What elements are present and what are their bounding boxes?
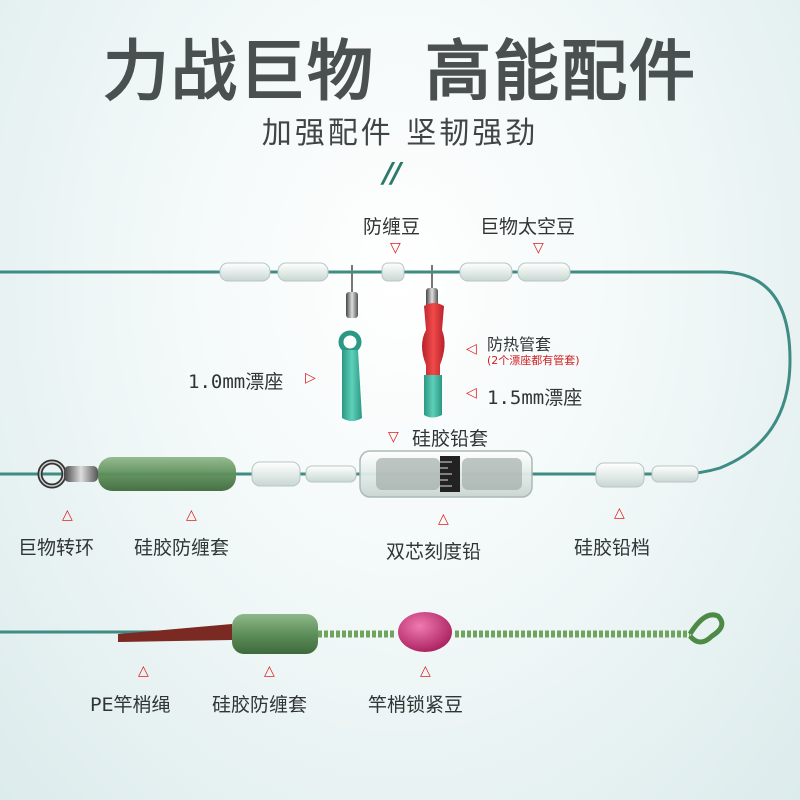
label-float-seat-1-0mm: 1.0mm漂座 <box>188 371 284 393</box>
label-anti-tangle-bean: 防缠豆 <box>363 216 421 238</box>
marker-up-icon: △ <box>62 507 73 523</box>
marker-up-icon: △ <box>186 507 197 523</box>
heat-shrink-sleeve <box>422 303 445 375</box>
marker-up-icon: △ <box>614 505 625 521</box>
label-float-seat-1-5mm: 1.5mm漂座 <box>487 387 583 409</box>
giant-swivel <box>37 459 98 489</box>
marker-down-icon: ▽ <box>533 240 544 256</box>
pe-rod-tip-rope <box>118 624 232 642</box>
marker-up-icon: △ <box>438 511 449 527</box>
label-rod-tip-lock-bean: 竿梢锁紧豆 <box>368 694 464 716</box>
label-dual-core-scale-lead: 双芯刻度铅 <box>386 541 482 563</box>
silicone-anti-tangle-sleeve-2 <box>232 614 318 654</box>
space-bean-group-right <box>459 262 571 282</box>
marker-left-icon: ◁ <box>466 385 477 401</box>
label-giant-space-bean: 巨物太空豆 <box>480 216 576 238</box>
label-pe-rod-tip-rope: PE竿梢绳 <box>90 694 171 716</box>
label-giant-swivel: 巨物转环 <box>18 537 95 559</box>
label-heat-shrink-note: (2个漂座都有管套) <box>487 354 580 367</box>
braided-loop <box>687 612 725 645</box>
float-seat-1-5mm <box>422 265 445 418</box>
decorative-slash-mark: // <box>383 156 402 189</box>
space-bean-group-left <box>219 262 329 282</box>
label-silicone-lead-sleeve: 硅胶铅套 <box>412 428 489 450</box>
label-silicone-anti-tangle-sleeve: 硅胶防缠套 <box>134 537 230 559</box>
silicone-anti-tangle-sleeve <box>98 457 236 491</box>
marker-down-icon: ▽ <box>388 429 399 445</box>
silicone-lead-stopper <box>595 462 699 488</box>
marker-left-icon: ◁ <box>466 341 477 357</box>
anti-tangle-bean <box>381 262 405 282</box>
label-silicone-anti-tangle-sleeve-2: 硅胶防缠套 <box>212 694 308 716</box>
page-subtitle: 加强配件 坚韧强劲 <box>261 116 539 151</box>
rod-tip-lock-bean <box>398 612 452 652</box>
label-heat-shrink-sleeve: 防热管套 <box>487 335 552 354</box>
dual-core-scale-lead <box>359 450 533 498</box>
page-title: 力战巨物 高能配件 <box>103 33 697 110</box>
marker-down-icon: ▽ <box>390 240 401 256</box>
label-silicone-lead-stopper: 硅胶铅档 <box>574 537 651 559</box>
main-fishing-line <box>0 270 792 476</box>
marker-up-icon: △ <box>420 663 431 679</box>
marker-up-icon: △ <box>138 663 149 679</box>
marker-up-icon: △ <box>264 663 275 679</box>
marker-right-icon: ▷ <box>305 370 316 386</box>
float-seat-1-0mm <box>338 265 362 421</box>
